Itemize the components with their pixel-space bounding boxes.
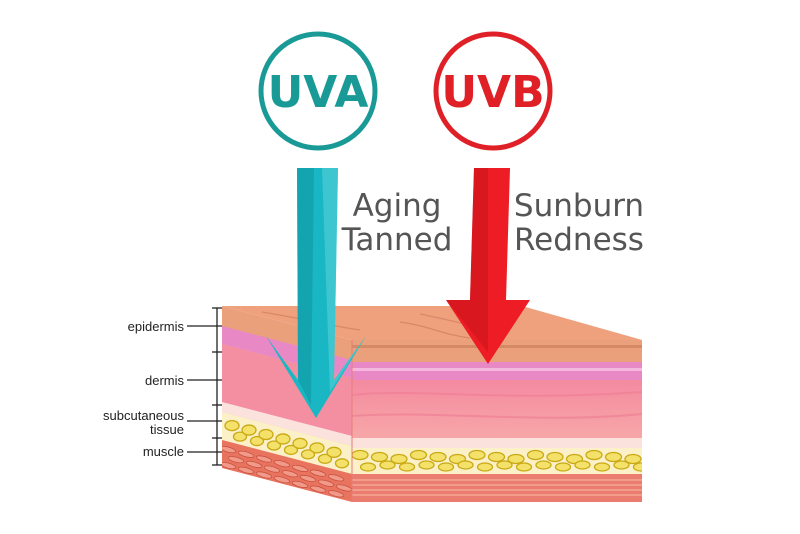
fat-cell <box>390 453 408 465</box>
uva-effect-aging: Aging <box>353 188 442 224</box>
fat-cell <box>526 449 545 461</box>
fat-cell <box>379 460 396 470</box>
fat-cell <box>398 462 416 472</box>
fat-cell <box>359 462 377 472</box>
muscle-fibre <box>291 480 309 488</box>
fat-cell <box>283 444 299 456</box>
muscle-fibre <box>222 445 237 454</box>
muscle-fibre <box>255 471 273 479</box>
muscle-fibre <box>237 450 255 458</box>
fat-cell <box>624 453 642 465</box>
uva-circle <box>258 31 378 151</box>
layer-legend: epidermis dermis subcutaneous tissue mus… <box>103 307 222 466</box>
fat-cell <box>224 419 240 432</box>
uva-label: UVA <box>268 67 369 118</box>
muscle-fibre <box>255 455 273 463</box>
label-subcutaneous-tissue: tissue <box>150 422 184 437</box>
muscle-fibre <box>263 465 281 473</box>
uvb-badge: UVB <box>433 31 553 151</box>
label-muscle: muscle <box>143 444 184 459</box>
fat-cell <box>496 460 513 470</box>
fat-cell <box>535 460 552 470</box>
fat-cell <box>604 451 623 463</box>
muscle-fibre <box>273 460 291 468</box>
fat-cell <box>457 460 474 470</box>
fat-cell <box>613 460 630 470</box>
muscle-fibre <box>291 464 309 472</box>
muscle-fibre <box>327 490 345 498</box>
fat-cell <box>507 453 525 465</box>
fat-cell <box>232 431 248 442</box>
label-dermis: dermis <box>145 373 185 388</box>
uvb-arrow <box>446 168 530 364</box>
uvb-effect-sunburn: Sunburn <box>514 188 644 224</box>
fat-cell <box>593 462 611 472</box>
fat-cell <box>632 462 642 472</box>
uva-badge: UVA <box>258 31 378 151</box>
fat-cell <box>585 449 603 461</box>
fat-cell <box>418 460 435 470</box>
fat-cell <box>574 460 591 470</box>
fat-cell <box>266 440 282 451</box>
muscle-fibre <box>299 474 317 483</box>
muscle-fibre <box>317 479 335 487</box>
fat-cell <box>437 462 455 472</box>
muscle-fibre <box>227 456 245 464</box>
fat-cell <box>476 462 494 472</box>
fat-cell <box>334 458 350 469</box>
fat-cell <box>241 424 257 436</box>
muscle-fibre <box>309 485 327 493</box>
skin-side-face <box>222 306 352 502</box>
muscle-fibre <box>237 466 255 474</box>
fat-cell <box>317 453 333 464</box>
muscle-fibre <box>245 460 263 468</box>
uvb-effect-redness: Redness <box>514 222 644 258</box>
uva-effect-tanned: Tanned <box>341 222 453 258</box>
skin-front-face <box>352 340 642 502</box>
fat-cell <box>554 462 572 472</box>
fat-cell <box>275 433 291 445</box>
skin-block <box>222 306 642 502</box>
fat-cell <box>487 451 506 463</box>
uvb-circle <box>433 31 553 151</box>
muscle-fibre <box>309 469 327 477</box>
uva-arrow <box>266 168 366 418</box>
uva-effects: Aging Tanned <box>341 188 453 258</box>
fat-cell <box>546 451 564 463</box>
muscle-fibre <box>281 470 299 478</box>
fat-cell <box>409 449 428 461</box>
fat-cell <box>292 437 308 450</box>
fat-cell <box>468 449 486 461</box>
fat-cell <box>429 451 447 463</box>
fat-cell <box>258 428 274 441</box>
label-epidermis: epidermis <box>128 319 185 334</box>
muscle-fibre <box>327 474 345 482</box>
fat-cell <box>300 449 316 460</box>
label-subcutaneous: subcutaneous <box>103 408 184 423</box>
fat-cell <box>249 435 265 447</box>
uvb-label: UVB <box>441 67 544 118</box>
uvb-effects: Sunburn Redness <box>514 188 644 258</box>
fat-cell <box>309 442 325 454</box>
muscle-fibre <box>273 476 291 484</box>
fat-cell <box>370 451 389 463</box>
muscle-fibre <box>222 461 237 470</box>
fat-cell <box>515 462 533 472</box>
fat-cell <box>326 446 342 458</box>
fat-cell <box>352 449 369 461</box>
